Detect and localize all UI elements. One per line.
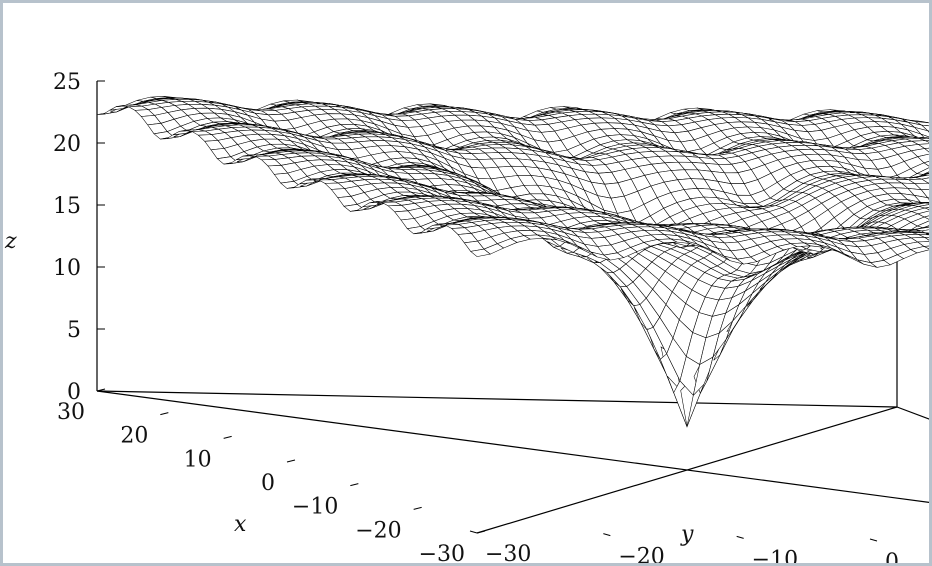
surface-cell xyxy=(923,161,929,167)
y-axis-line xyxy=(896,406,929,420)
surface-cell xyxy=(922,245,929,250)
surface-cell xyxy=(925,202,929,204)
surface-cell xyxy=(915,174,929,180)
surface-cell xyxy=(922,225,929,229)
y-tick-label: 0 xyxy=(885,550,899,563)
surface-cell xyxy=(915,121,929,127)
x-axis-label: x xyxy=(234,512,247,537)
z-tick-label: 20 xyxy=(53,132,81,157)
x-tick-label: −30 xyxy=(419,542,465,563)
back-x-line xyxy=(476,406,898,534)
surface-cell xyxy=(918,204,929,209)
surface-cell xyxy=(917,143,929,149)
x-tick-mark xyxy=(223,435,232,439)
y-tick-mark xyxy=(869,538,878,542)
surface-cell xyxy=(923,171,929,175)
axes-box xyxy=(96,81,929,534)
surface-cell xyxy=(923,215,929,220)
y-tick-mark xyxy=(736,535,744,539)
x-tick-label: −20 xyxy=(355,518,401,543)
x-tick-label: 0 xyxy=(261,471,275,496)
x-tick-label: 30 xyxy=(57,400,85,425)
tick-labels: 0510152025−30−20−100102030−30−20−1001020… xyxy=(53,70,899,563)
x-tick-mark xyxy=(476,530,486,534)
axis-labels: z x y xyxy=(4,229,694,547)
x-tick-label: −10 xyxy=(292,495,338,520)
y-tick-label: −20 xyxy=(618,545,664,563)
surface-cell xyxy=(927,130,929,133)
y-tick-mark xyxy=(469,530,478,534)
surface-cell xyxy=(917,210,929,218)
surface-cell xyxy=(917,153,929,164)
surface-cell xyxy=(918,234,929,238)
surface-cell xyxy=(927,197,929,200)
surface-cell xyxy=(925,140,929,143)
surface-cell xyxy=(925,137,929,139)
surface-cell xyxy=(923,147,929,153)
surface-cell xyxy=(925,232,929,235)
x-tick-mark xyxy=(286,459,296,463)
z-tick-label: 5 xyxy=(67,318,81,343)
y-tick-mark xyxy=(603,533,611,537)
surface-cell xyxy=(920,189,929,199)
surface-cell xyxy=(916,167,929,175)
y-axis-label: y xyxy=(680,522,694,547)
x-axis-line xyxy=(96,390,929,504)
z-tick-label: 0 xyxy=(67,380,81,405)
z-tick-label: 10 xyxy=(53,256,81,281)
surface-cell xyxy=(927,182,929,185)
y-tick-label: −30 xyxy=(485,542,531,563)
x-tick-mark xyxy=(350,483,359,487)
surface-cell xyxy=(922,173,929,176)
z-tick-label: 25 xyxy=(53,70,81,95)
x-tick-label: 10 xyxy=(184,447,212,472)
x-tick-mark xyxy=(160,412,169,416)
x-tick-mark xyxy=(413,506,422,510)
y-tick-label: −10 xyxy=(752,547,798,563)
surface-cell xyxy=(923,207,929,210)
wireframe-surface xyxy=(96,96,929,428)
surface-cell xyxy=(921,177,929,184)
surface-cell xyxy=(916,220,929,229)
surface-cell xyxy=(918,138,929,141)
surface-cell xyxy=(920,124,929,132)
surface-plot: 0510152025−30−20−100102030−30−20−1001020… xyxy=(4,70,929,563)
z-axis-label: z xyxy=(4,229,17,254)
x-tick-label: 20 xyxy=(120,424,148,449)
x-tick-mark xyxy=(96,388,106,392)
surface-cell xyxy=(916,241,929,247)
z-tick-label: 15 xyxy=(53,194,81,219)
back-y-line xyxy=(96,390,898,408)
surface-cell xyxy=(923,237,929,241)
